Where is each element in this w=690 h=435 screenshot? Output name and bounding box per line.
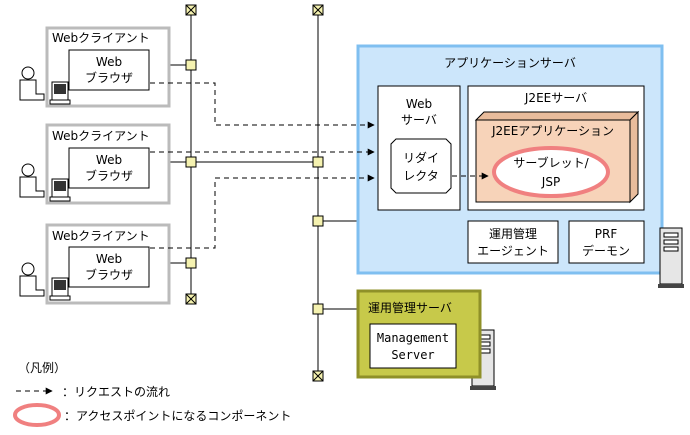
legend-title: （凡例） xyxy=(18,361,66,375)
server-tower-icon xyxy=(658,227,684,288)
web-client-1: Webクライアント Web ブラウザ xyxy=(45,26,171,108)
access-point-ring xyxy=(492,146,610,198)
line-terminator xyxy=(312,370,324,382)
web-client-2: Webクライアント Web ブラウザ xyxy=(45,123,171,205)
client-title: Webクライアント xyxy=(52,31,150,45)
application-server: アプリケーションサーバ Web サーバ リダイ レクタ J2EEサーバ J2EE… xyxy=(356,44,664,275)
legend-access-point: ：アクセスポイントになるコンポーネント xyxy=(64,409,291,423)
network-node xyxy=(312,215,324,227)
web-server-label: Web xyxy=(406,97,432,111)
client-title: Webクライアント xyxy=(52,129,150,143)
request-flow-arrow xyxy=(150,82,375,129)
app-server-title: アプリケーションサーバ xyxy=(444,56,576,70)
prf-label: デーモン xyxy=(582,243,630,258)
network-node xyxy=(185,156,197,168)
browser-label: ブラウザ xyxy=(85,267,133,282)
browser-label: Web xyxy=(96,153,122,167)
web-server-label: サーバ xyxy=(401,113,437,127)
redirector-label: レクタ xyxy=(403,169,439,183)
network-node xyxy=(185,59,197,71)
request-flow-arrow xyxy=(150,174,375,249)
management-server: 運用管理サーバ Management Server xyxy=(356,289,482,379)
user-pc-icon xyxy=(19,163,71,202)
redirector-label: リダイ xyxy=(403,150,439,165)
agent-label: 運用管理 xyxy=(489,226,537,241)
network-node xyxy=(312,156,324,168)
line-terminator xyxy=(185,4,197,16)
browser-label: ブラウザ xyxy=(85,70,133,85)
legend: （凡例） ：リクエストの流れ ：アクセスポイントになるコンポーネント xyxy=(13,361,291,427)
legend-request-flow: ：リクエストの流れ xyxy=(62,385,170,399)
agent-label: エージェント xyxy=(477,244,549,258)
client-title: Webクライアント xyxy=(52,229,150,243)
servlet-label: サーブレット/ xyxy=(513,155,589,170)
j2ee-app-label: J2EEアプリケーション xyxy=(491,124,614,138)
line-terminator xyxy=(312,4,324,16)
j2ee-server-label: J2EEサーバ xyxy=(524,91,587,105)
legend-ring xyxy=(13,403,61,427)
line-terminator xyxy=(185,293,197,305)
mgmt-server-inner-label: Management xyxy=(377,331,449,345)
network-node xyxy=(185,257,197,269)
user-pc-icon xyxy=(19,66,71,105)
network-node xyxy=(312,303,324,315)
servlet-label: JSP xyxy=(541,175,560,189)
browser-label: Web xyxy=(96,55,122,69)
browser-label: ブラウザ xyxy=(85,168,133,183)
user-pc-icon xyxy=(19,262,71,301)
web-client-3: Webクライアント Web ブラウザ xyxy=(45,223,171,305)
mgmt-server-title: 運用管理サーバ xyxy=(368,300,452,315)
mgmt-server-inner-label: Server xyxy=(391,348,434,362)
browser-label: Web xyxy=(96,252,122,266)
prf-label: PRF xyxy=(595,227,618,241)
